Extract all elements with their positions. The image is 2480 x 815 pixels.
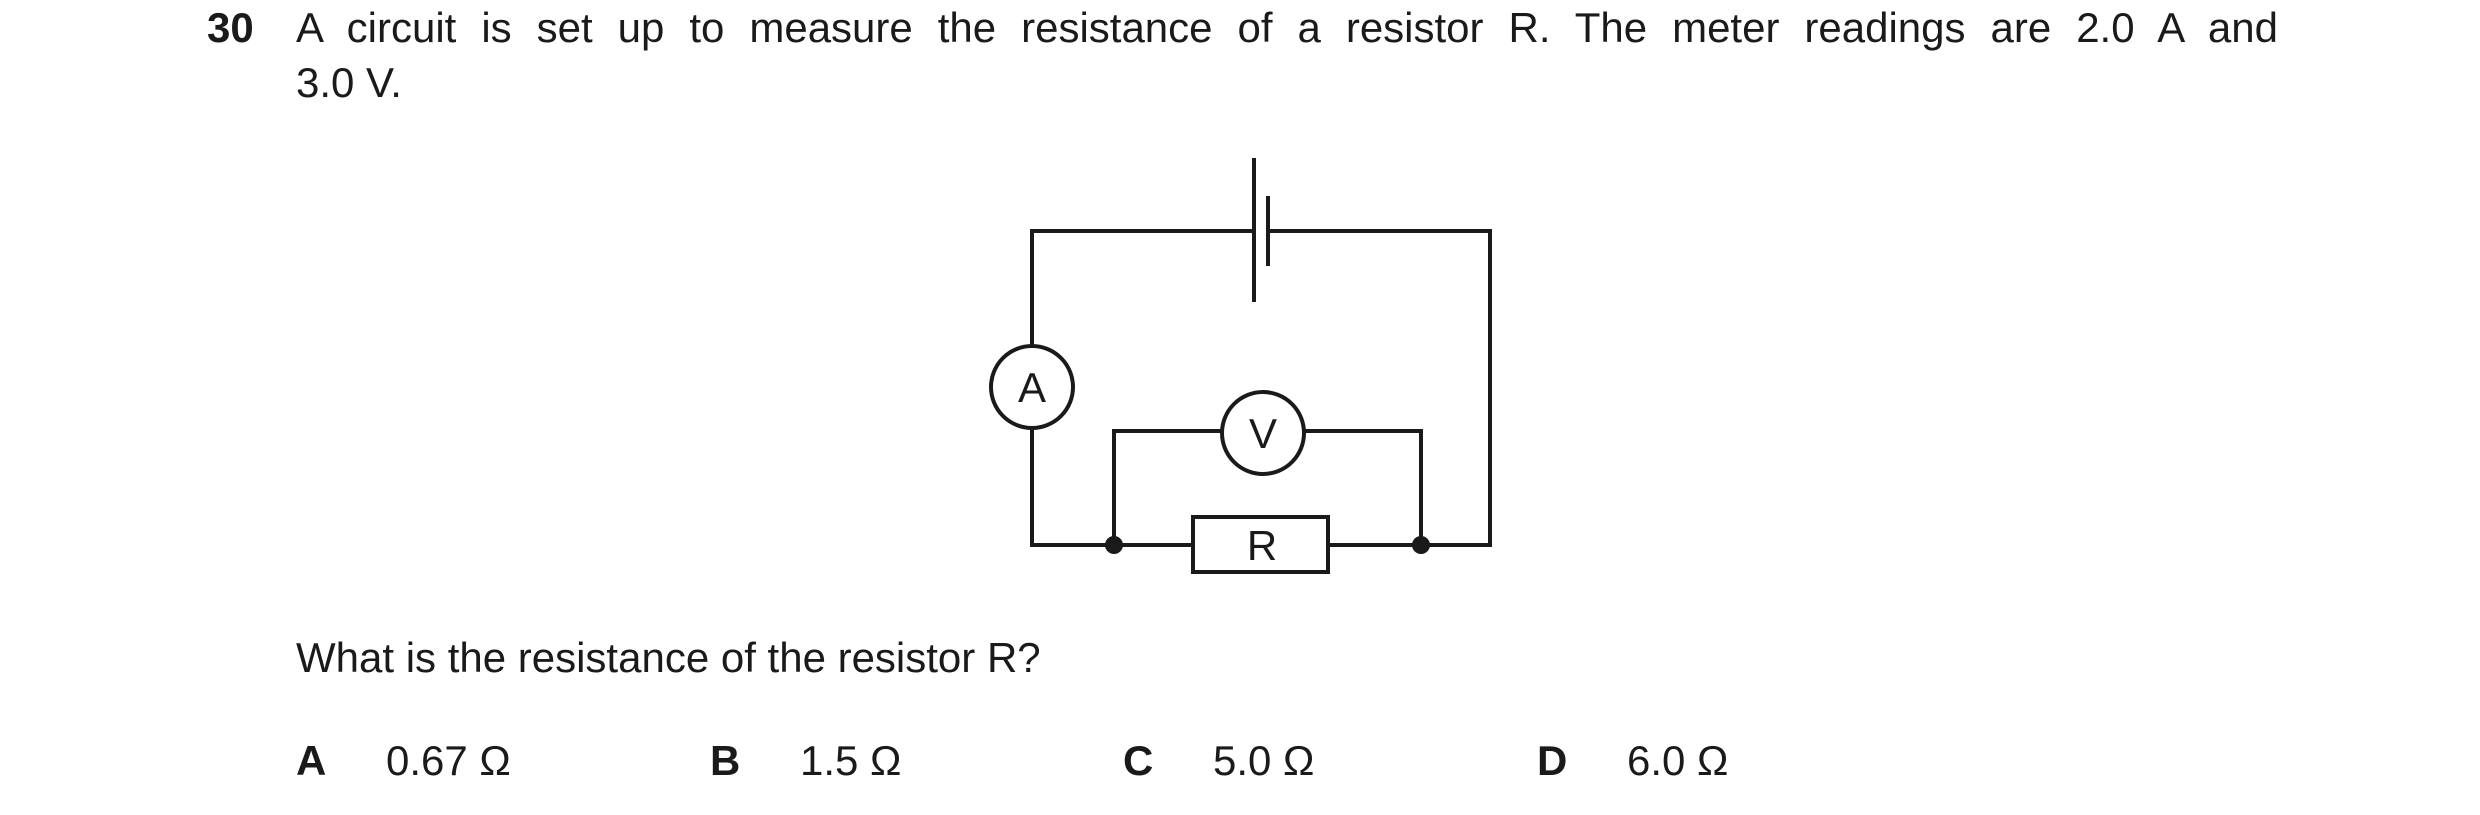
junction-dot-left xyxy=(1105,536,1123,554)
voltmeter: V xyxy=(1220,390,1306,476)
cell-symbol xyxy=(1252,158,1270,302)
option-value: 6.0 Ω xyxy=(1627,737,1729,784)
resistor-label: R xyxy=(1247,522,1277,569)
option-letter: C xyxy=(1123,737,1154,784)
question-stem-line-2: 3.0 V. xyxy=(296,59,402,106)
junction-dot-right xyxy=(1412,536,1430,554)
option-c[interactable]: C 5.0 Ω xyxy=(1123,733,1314,788)
question-stem: A circuit is set up to measure the resis… xyxy=(296,0,2278,110)
ammeter: A xyxy=(989,344,1075,430)
option-d[interactable]: D 6.0 Ω xyxy=(1537,733,1728,788)
option-a[interactable]: A 0.67 Ω xyxy=(296,733,511,788)
resistor: R xyxy=(1191,515,1330,574)
option-b[interactable]: B 1.5 Ω xyxy=(710,733,901,788)
option-value: 0.67 Ω xyxy=(386,737,511,784)
option-letter: B xyxy=(710,737,741,784)
question-prompt: What is the resistance of the resistor R… xyxy=(296,634,1041,681)
option-value: 5.0 Ω xyxy=(1213,737,1315,784)
question-stem-line-1: A circuit is set up to measure the resis… xyxy=(296,4,2278,51)
option-letter: A xyxy=(296,737,327,784)
option-letter: D xyxy=(1537,737,1568,784)
question-number: 30 xyxy=(207,4,254,51)
ammeter-label: A xyxy=(1018,364,1046,411)
option-value: 1.5 Ω xyxy=(800,737,902,784)
voltmeter-label: V xyxy=(1249,410,1277,457)
